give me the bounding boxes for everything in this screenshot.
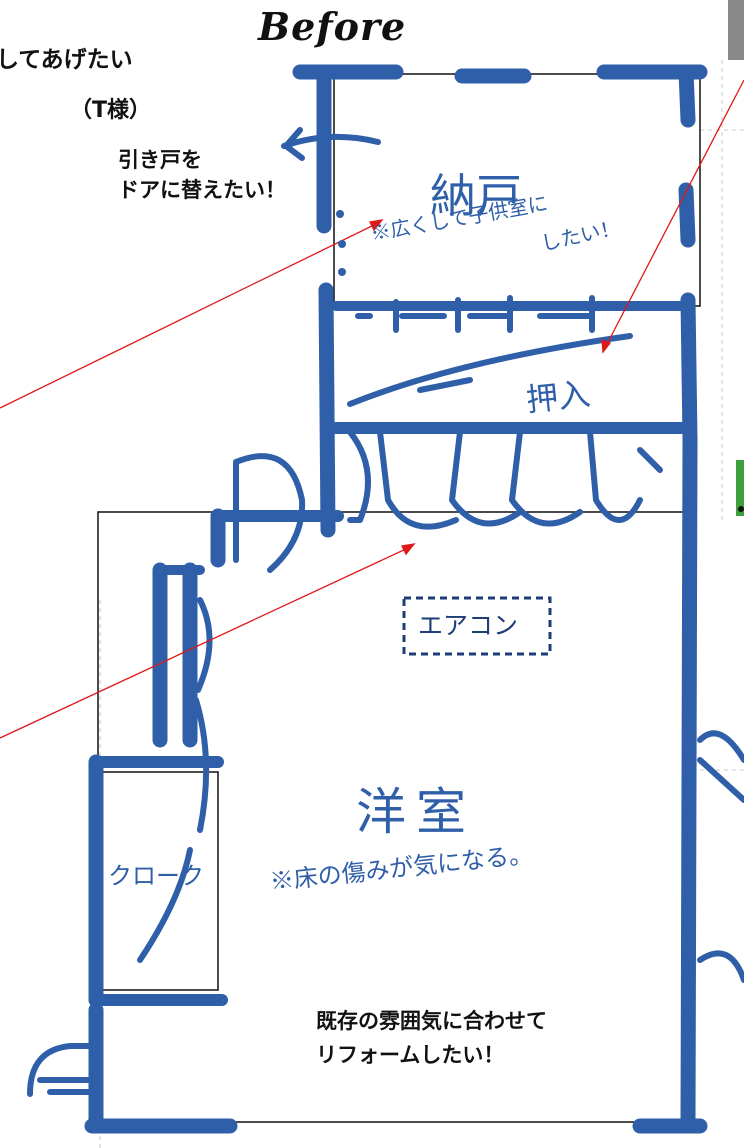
door-request-note: 引き戸を ドアに替えたい！ (118, 145, 338, 205)
reform-request-note: 既存の雰囲気に合わせて リフォームしたい！ (316, 1004, 676, 1072)
door-request-line: 引き戸を (118, 148, 202, 172)
customer-label: （T様） (70, 98, 152, 123)
storage-room-label: 納戸 (430, 169, 522, 223)
reform-request-line: 既存の雰囲気に合わせて (316, 1009, 547, 1033)
photo-thumb (728, 0, 744, 60)
aircon-label: エアコン (418, 611, 519, 640)
heading-fragment: してあげたい (0, 47, 133, 73)
page-title: Before (258, 4, 407, 49)
door-dot (738, 506, 744, 512)
blue-details (27, 127, 744, 1097)
reform-request-line: リフォームしたい！ (316, 1043, 505, 1067)
door-dot (336, 210, 344, 218)
door-dot (338, 268, 346, 276)
western-room-label: 洋室 (356, 783, 476, 841)
closet-label: 押入 (524, 374, 593, 420)
green-sign (736, 460, 744, 516)
annotation-arrows (0, 79, 744, 739)
door-request-line: ドアに替えたい！ (118, 178, 286, 202)
walk-in-closet-label: クローク (108, 862, 204, 890)
aircon-box (402, 596, 552, 656)
door-dot (338, 240, 346, 248)
